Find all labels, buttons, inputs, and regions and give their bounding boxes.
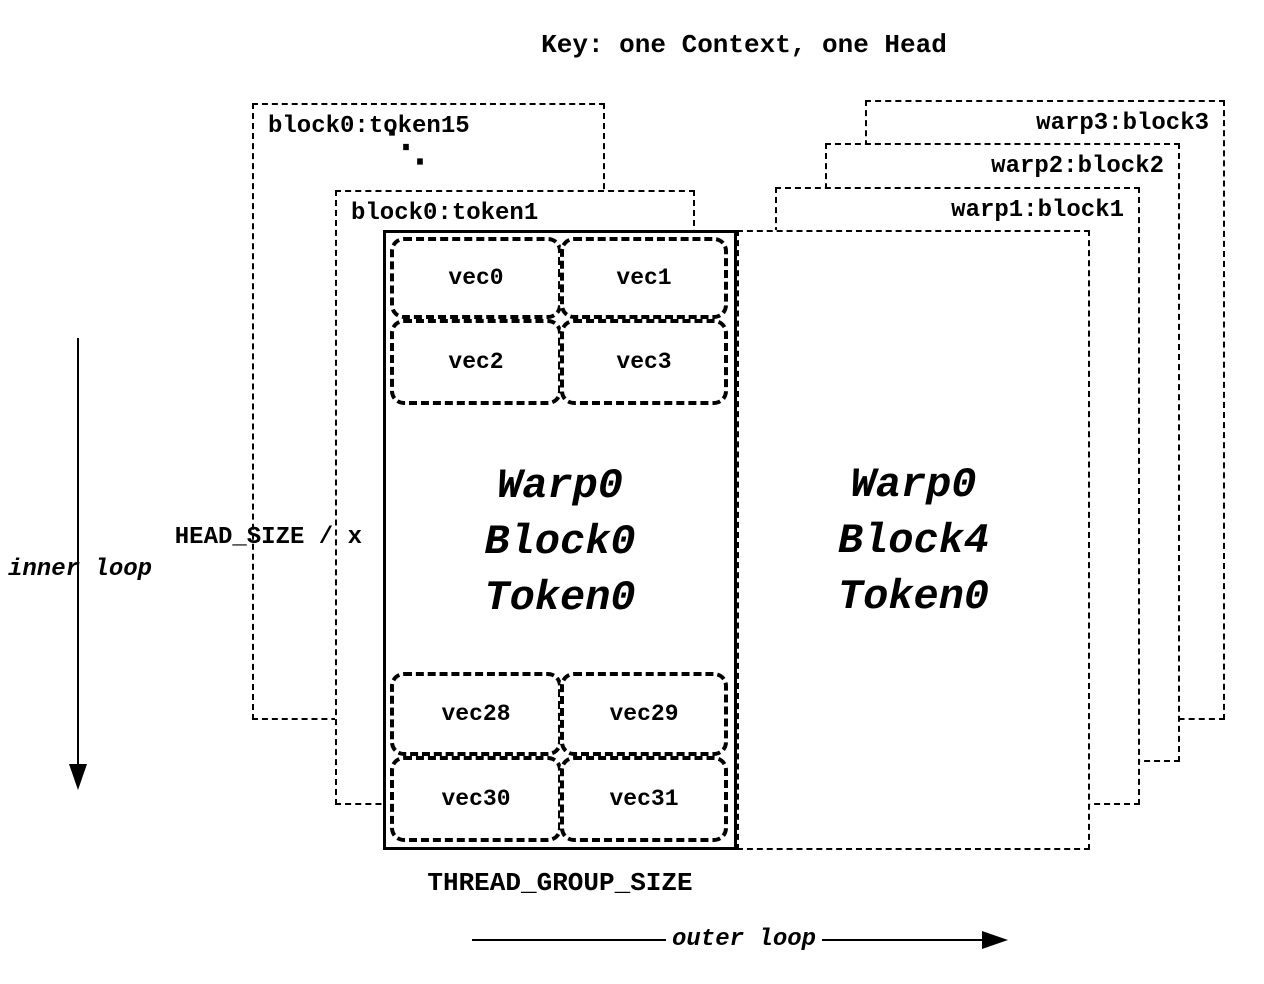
vec30-label: vec30 (441, 786, 511, 812)
vec1-label: vec1 (616, 265, 672, 291)
block4-line1: Warp0 (850, 461, 977, 509)
block0-line2: Block0 (484, 518, 636, 566)
vec0-cell: vec0 (390, 237, 562, 319)
block4-caption: Warp0 Block4 Token0 (739, 457, 1088, 625)
block4-line3: Token0 (837, 573, 990, 621)
vec3-cell: vec3 (560, 319, 728, 405)
label-block0-token1: block0:token1 (351, 200, 539, 227)
vec29-cell: vec29 (560, 672, 728, 756)
block0-line3: Token0 (484, 574, 636, 622)
block0-caption: Warp0 Block0 Token0 (386, 458, 734, 626)
block-warp0-block4-token0: Warp0 Block4 Token0 (737, 230, 1090, 850)
vec31-cell: vec31 (560, 756, 728, 842)
diagonal-ellipsis: ⋱ (385, 125, 427, 173)
diagram-title: Key: one Context, one Head (541, 30, 947, 60)
inner-loop-arrow (69, 338, 87, 790)
thread-group-size-label: THREAD_GROUP_SIZE (427, 868, 693, 898)
vec29-label: vec29 (609, 701, 679, 727)
label-warp1-block1: warp1:block1 (951, 197, 1124, 224)
outer-loop-label: outer loop (666, 926, 823, 953)
label-warp3-block3: warp3:block3 (1036, 110, 1209, 137)
head-size-label: HEAD_SIZE / x (174, 524, 362, 551)
vec28-label: vec28 (441, 701, 511, 727)
vec31-label: vec31 (609, 786, 679, 812)
block-warp0-block0-token0: vec0 vec1 vec2 vec3 Warp0 Block0 Token0 … (383, 230, 737, 850)
vec2-cell: vec2 (390, 319, 562, 405)
label-warp2-block2: warp2:block2 (991, 153, 1164, 180)
inner-loop-label: inner loop (8, 556, 153, 583)
vec0-label: vec0 (448, 265, 504, 291)
vec3-label: vec3 (616, 349, 672, 375)
block4-line2: Block4 (837, 517, 990, 565)
vec30-cell: vec30 (390, 756, 562, 842)
vec1-cell: vec1 (560, 237, 728, 319)
label-block0-token15: block0:token15 (268, 113, 470, 140)
vec2-label: vec2 (448, 349, 504, 375)
block0-line1: Warp0 (496, 462, 624, 510)
vec28-cell: vec28 (390, 672, 562, 756)
